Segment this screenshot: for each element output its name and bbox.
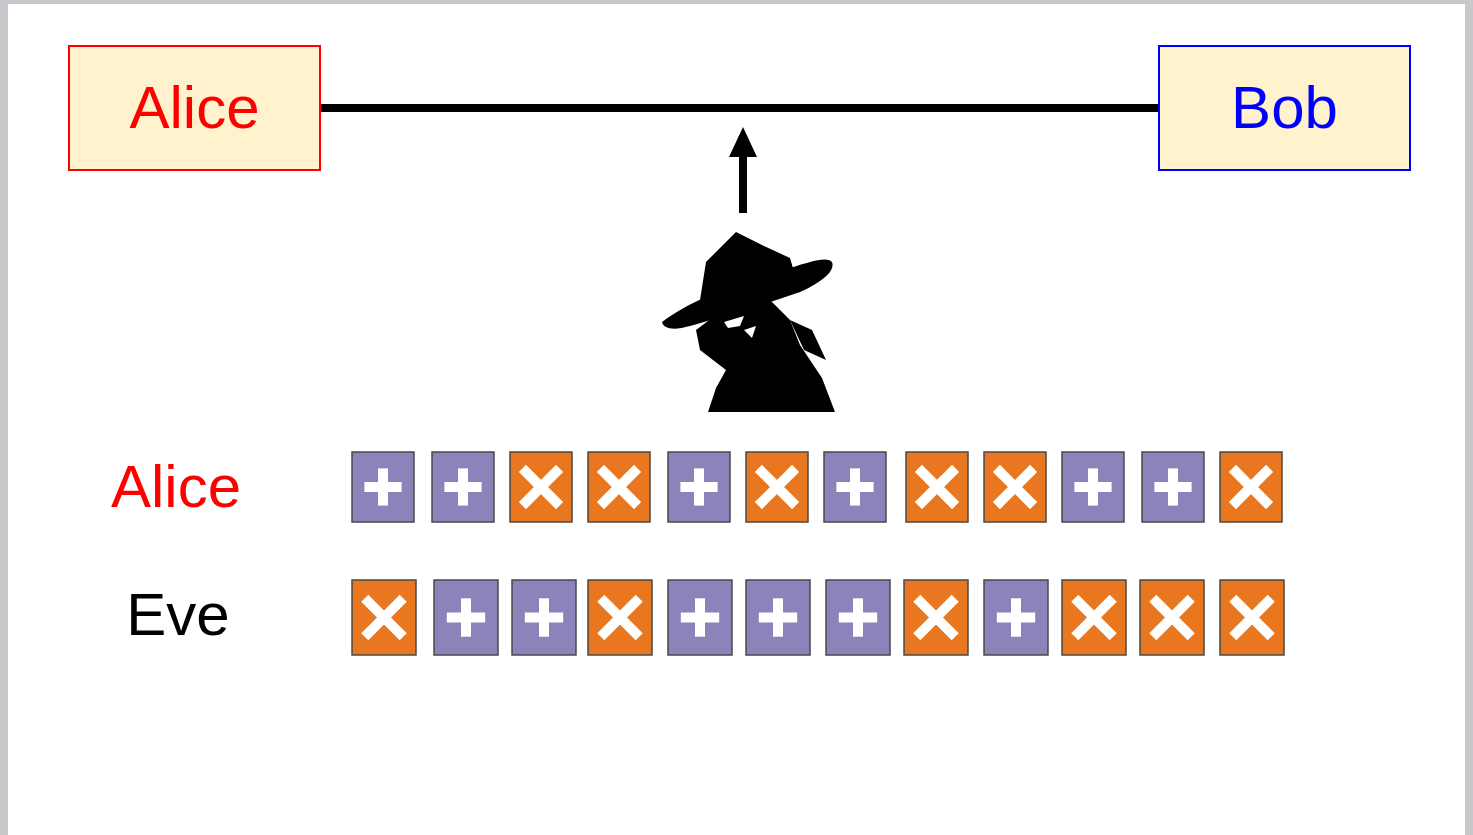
cross-basis-square: [588, 580, 652, 655]
channel-line: [321, 104, 1158, 112]
party-name: Bob: [1231, 75, 1338, 141]
plus-basis-square: [432, 452, 494, 522]
plus-basis-square: [746, 580, 810, 655]
plus-basis-square: [826, 580, 890, 655]
party-box: Bob: [1158, 45, 1411, 171]
row-label: Eve: [126, 582, 229, 648]
plus-basis-square: [352, 452, 414, 522]
party-box: Alice: [68, 45, 321, 171]
frame-bar: [1465, 0, 1473, 835]
up-arrow: [729, 127, 757, 213]
cross-basis-square: [1140, 580, 1204, 655]
plus-basis-square: [984, 580, 1048, 655]
plus-basis-square: [434, 580, 498, 655]
plus-basis-square: [668, 452, 730, 522]
cross-basis-square: [588, 452, 650, 522]
plus-basis-square: [512, 580, 576, 655]
frame-bar: [0, 0, 8, 835]
plus-basis-square: [1142, 452, 1204, 522]
cross-basis-square: [904, 580, 968, 655]
cross-basis-square: [906, 452, 968, 522]
plus-basis-square: [824, 452, 886, 522]
frame-bar: [0, 0, 1473, 4]
cross-basis-square: [1220, 580, 1284, 655]
cross-basis-square: [984, 452, 1046, 522]
plus-basis-square: [668, 580, 732, 655]
spy-silhouette: [662, 232, 835, 412]
basis-squares: [352, 452, 1284, 655]
party-name: Alice: [129, 75, 259, 141]
cross-basis-square: [1220, 452, 1282, 522]
plus-basis-square: [1062, 452, 1124, 522]
cross-basis-square: [510, 452, 572, 522]
row-label: Alice: [111, 454, 241, 520]
cross-basis-square: [352, 580, 416, 655]
cross-basis-square: [746, 452, 808, 522]
cross-basis-square: [1062, 580, 1126, 655]
